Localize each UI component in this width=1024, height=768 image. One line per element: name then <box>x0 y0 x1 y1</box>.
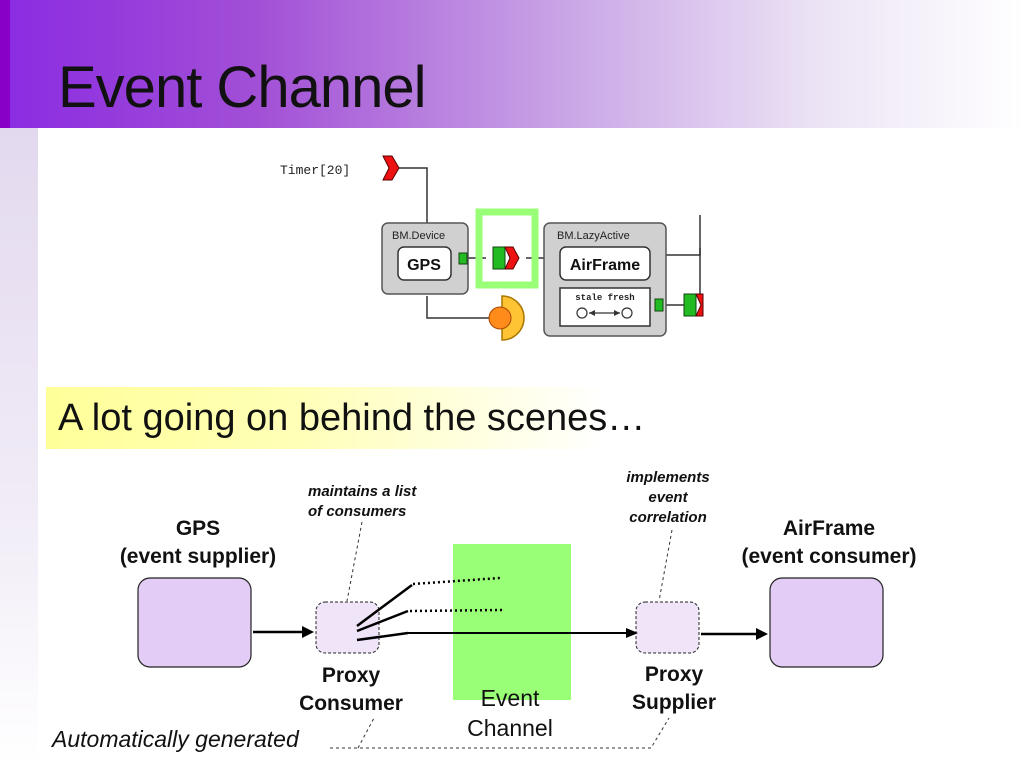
receiver-dish-icon <box>501 295 525 341</box>
proxy-to-airframe-arrowhead-icon <box>756 628 768 640</box>
state-component <box>559 287 651 327</box>
timer-label: Timer[20] <box>280 163 350 178</box>
proxy-consumer-label: Proxy Consumer <box>286 662 416 718</box>
highlight-frame <box>475 208 539 289</box>
consumer-list-dots-middle <box>409 608 503 613</box>
title-bar <box>0 0 1024 128</box>
lazyactive-box-label: BM.LazyActive <box>557 230 630 242</box>
proxy-consumer-line1: Proxy <box>321 664 381 687</box>
correlation-note: implements event correlation <box>608 468 728 528</box>
airframe-name: AirFrame <box>782 517 876 540</box>
auto-note-leader-left <box>357 717 375 749</box>
consumers-note-leader <box>346 521 363 602</box>
state-arrow-right-icon <box>614 310 620 316</box>
correlation-note-line2: event <box>648 489 688 506</box>
gps-component-label: GPS <box>407 257 441 274</box>
state-out-port <box>654 298 664 312</box>
airframe-role: (event consumer) <box>741 545 917 568</box>
receiver-ball-icon <box>488 306 512 330</box>
gps-to-sink-wire <box>426 296 490 319</box>
airframe-consumer-label: AirFrame (event consumer) <box>724 515 934 571</box>
gps-to-proxy-arrowhead-icon <box>302 626 314 638</box>
event-port-red-icon <box>504 246 520 270</box>
gps-component <box>397 246 452 281</box>
event-channel-label: Event Channel <box>449 683 571 743</box>
timer-port-icon <box>382 155 400 181</box>
fanout-line-middle <box>356 609 409 633</box>
airframe-consumer-node <box>769 577 884 668</box>
auto-generated-note: Automatically generated <box>52 726 299 752</box>
output-port-green-icon <box>683 293 697 317</box>
correlation-note-line1: implements <box>626 469 710 486</box>
timer-wire <box>399 167 428 248</box>
stale-state-icon <box>576 307 588 319</box>
consumers-note: maintains a list of consumers <box>308 482 458 522</box>
fanout-line-top <box>356 583 413 628</box>
channel-event-arrowhead-icon <box>626 628 638 638</box>
proxy-supplier-node <box>635 601 700 654</box>
auto-note-leader-right <box>330 717 670 749</box>
slide-title: Event Channel <box>58 55 426 120</box>
event-channel-box <box>453 544 571 700</box>
proxy-supplier-label: Proxy Supplier <box>609 661 739 717</box>
airframe-component <box>559 246 651 281</box>
output-port-red-icon <box>695 293 704 317</box>
gps-name: GPS <box>175 517 221 540</box>
consumers-note-line1: maintains a list <box>308 483 417 500</box>
correlation-note-leader <box>658 529 673 602</box>
state-arrow-left-icon <box>589 310 595 316</box>
airframe-component-label: AirFrame <box>570 257 640 274</box>
fresh-state-icon <box>621 307 633 319</box>
proxy-consumer-line2: Consumer <box>299 692 403 715</box>
correlation-note-line3: correlation <box>629 509 707 526</box>
state-label: stale fresh <box>575 293 634 303</box>
event-channel-line2: Channel <box>467 715 553 741</box>
device-box-label: BM.Device <box>392 230 445 242</box>
gps-role: (event supplier) <box>119 545 277 568</box>
proxy-consumer-node <box>315 601 380 654</box>
event-port-green-icon <box>492 246 506 270</box>
proxy-supplier-line2: Supplier <box>631 691 716 714</box>
proxy-supplier-line1: Proxy <box>644 663 704 686</box>
fanout-line-bottom <box>356 631 409 642</box>
title-bar-accent <box>0 0 10 128</box>
gps-supplier-label: GPS (event supplier) <box>103 515 293 571</box>
gps-supplier-node <box>137 577 252 668</box>
gps-out-port <box>458 252 468 265</box>
subtitle: A lot going on behind the scenes… <box>58 397 646 439</box>
event-channel-line1: Event <box>480 685 540 711</box>
subtitle-highlight <box>46 387 606 449</box>
consumers-note-line2: of consumers <box>308 503 407 520</box>
left-sidebar <box>0 128 38 768</box>
